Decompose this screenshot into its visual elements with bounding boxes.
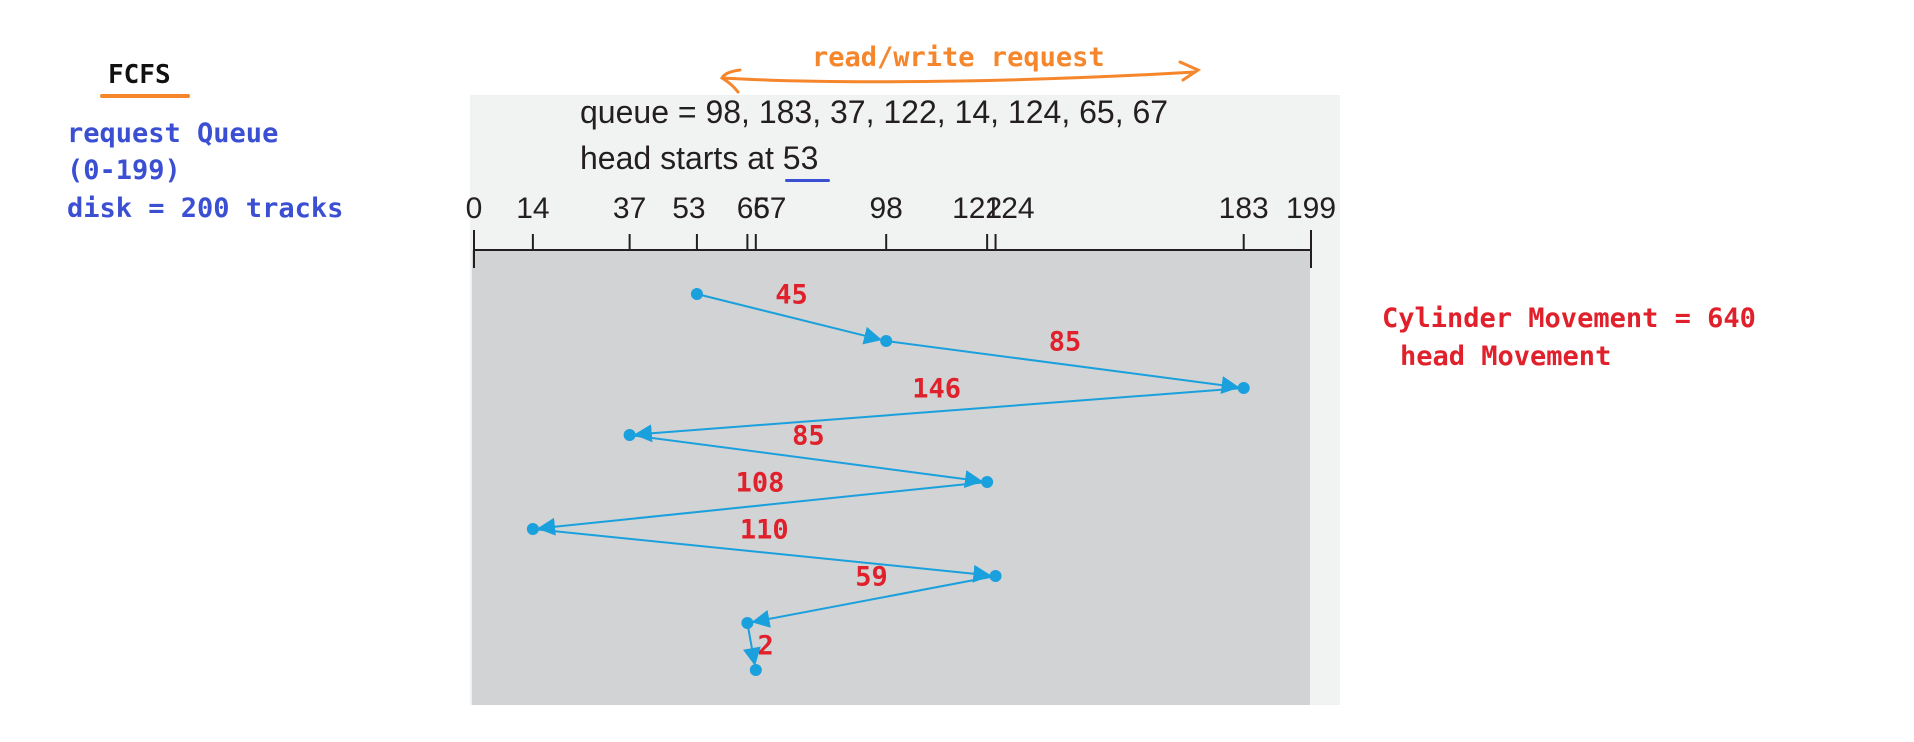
- axis-tick-label: 37: [613, 192, 646, 225]
- head-position-point: [526, 523, 539, 535]
- head-position-point: [749, 664, 762, 676]
- head-start-underline: [785, 179, 830, 182]
- head-movement-segment: [751, 575, 996, 628]
- head-movement-segment: [743, 622, 761, 666]
- title-underline: [100, 94, 190, 98]
- head-movement-segment: [537, 481, 988, 536]
- axis-tick-label: 65: [737, 192, 770, 225]
- head-path: [526, 288, 1250, 676]
- axis-tick-label: 183: [1219, 192, 1269, 225]
- head-start-text: head starts at 53: [580, 140, 818, 177]
- queue-text: queue = 98, 183, 37, 122, 14, 124, 65, 6…: [580, 94, 1169, 130]
- head-position-point: [623, 429, 636, 441]
- read-write-annotation: read/write request: [812, 42, 1105, 73]
- head-position-point: [981, 476, 994, 488]
- cylinder-movement-total: Cylinder Movement = 640: [1382, 303, 1756, 334]
- segment-distance-label: 2: [757, 631, 773, 662]
- segment-distance-label: 146: [912, 374, 961, 405]
- request-range-note: (0-199): [67, 155, 181, 186]
- disk-tracks-note: disk = 200 tracks: [67, 193, 344, 224]
- head-position-point: [989, 570, 1002, 582]
- plot-area: [472, 250, 1310, 705]
- segment-distance-label: 85: [792, 421, 825, 452]
- axis-tick-label: 124: [985, 192, 1035, 225]
- head-position-point: [741, 617, 754, 629]
- head-position-point: [690, 288, 703, 300]
- axis-tick-label: 0: [466, 192, 483, 225]
- axis-tick-label: 67: [753, 192, 786, 225]
- segment-distance-label: 85: [1049, 327, 1082, 358]
- segment-distance-label: 110: [740, 515, 789, 546]
- segment-distance-label: 45: [775, 280, 808, 311]
- head-movement-segment: [886, 340, 1240, 395]
- segment-distance-label: 59: [855, 562, 888, 593]
- head-movement-segment: [532, 528, 992, 583]
- head-start-value: 53: [782, 140, 819, 176]
- axis-tick-label: 53: [672, 192, 705, 225]
- axis-tick-label: 98: [870, 192, 903, 225]
- head-movement-segment: [696, 293, 883, 345]
- head-movement-label: head Movement: [1400, 341, 1612, 372]
- axis-tick-label: 14: [516, 192, 549, 225]
- request-queue-note: request Queue: [67, 118, 279, 149]
- segment-distance-label: 108: [736, 468, 785, 499]
- axis-tick-label: 199: [1286, 192, 1336, 225]
- head-movement-segment: [629, 434, 983, 489]
- head-start-prefix: head starts at: [580, 140, 783, 176]
- algorithm-title: FCFS: [108, 60, 171, 90]
- axis-tick-label: 122: [952, 192, 1002, 225]
- head-movement-segment: [633, 387, 1244, 443]
- head-position-point: [1237, 382, 1250, 394]
- read-write-arrow: [720, 60, 1202, 94]
- head-position-point: [880, 335, 893, 347]
